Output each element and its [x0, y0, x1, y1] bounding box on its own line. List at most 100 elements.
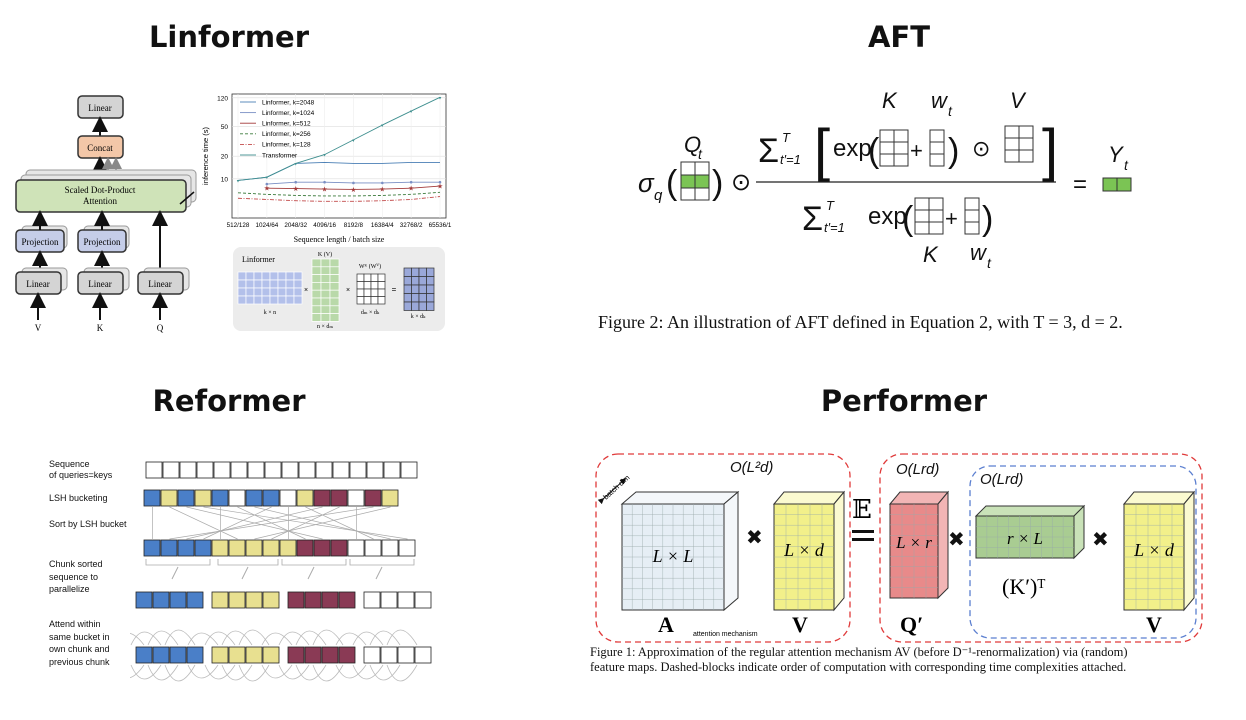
matrix-cell — [237, 287, 247, 297]
aft-sigma: σ — [638, 168, 655, 198]
reformer-sort-line — [169, 506, 238, 540]
reformer-cell — [135, 591, 153, 609]
performer-a-dim: L × L — [652, 546, 694, 566]
matrix-cell — [320, 297, 331, 307]
matrix-cell — [277, 279, 287, 289]
matrix-cell — [411, 301, 420, 311]
matrix-cell — [311, 274, 322, 283]
reformer-attend-arc — [130, 664, 162, 680]
matrix-cell — [363, 281, 372, 290]
reformer-cell — [228, 539, 246, 557]
reformer-attend-arc — [187, 664, 219, 679]
reformer-cell — [279, 539, 297, 557]
chart-point — [409, 180, 413, 184]
matrix-cell — [377, 281, 386, 290]
chart-point: ★ — [379, 186, 385, 194]
matrix-cell — [426, 267, 435, 277]
reformer-chunk-bracket — [349, 559, 415, 566]
matrix-cell — [269, 271, 279, 281]
reformer-cell — [160, 489, 178, 507]
matrix-cell — [370, 281, 379, 290]
chart-ytick-label: 50 — [221, 124, 229, 131]
aft-sum-num: Σ — [758, 132, 779, 170]
matrix-cell — [285, 279, 295, 289]
matrix-cell — [293, 295, 303, 305]
matrix-cell — [269, 295, 279, 305]
chart-point: ▾ — [381, 123, 384, 129]
matrix-cell — [293, 279, 303, 289]
svg-text:(: ( — [868, 132, 880, 170]
chart-point: ▾ — [237, 178, 240, 184]
reformer-cell — [363, 591, 381, 609]
chart-point: ▾ — [294, 161, 297, 167]
performer-caption-line-1: Figure 1: Approximation of the regular a… — [590, 645, 1128, 659]
linformer-architecture: Linear Concat Scaled Dot-Product Attenti… — [15, 95, 197, 333]
svg-text:(: ( — [666, 164, 678, 202]
performer-diagram: O(L²d) O(Lrd) O(Lrd) batch dim L × L A a… — [595, 453, 1203, 643]
linformer-title: Linformer — [148, 20, 310, 54]
reformer-title: Reformer — [152, 384, 306, 418]
matrix-cell — [403, 267, 412, 277]
chart-xlabel: Sequence length / batch size — [294, 235, 385, 244]
reformer-attend-arc — [312, 629, 344, 646]
aft-exp-den: exp — [868, 203, 907, 230]
matrix-cell — [245, 287, 255, 297]
matrix-cell — [320, 305, 331, 314]
matrix-cell — [277, 287, 287, 297]
aft-title: AFT — [867, 20, 931, 54]
reformer-cell — [304, 591, 322, 609]
performer-complexity-quadratic: O(L²d) — [730, 459, 773, 476]
reformer-cell — [330, 539, 348, 557]
reformer-cell — [211, 489, 229, 507]
reformer-cell — [363, 646, 381, 664]
reformer-attend-arc — [147, 664, 179, 681]
reformer-sort-line — [271, 506, 340, 540]
matrix-cell — [370, 296, 379, 305]
chart-point: ▾ — [352, 138, 355, 144]
reformer-row-label-2: LSH bucketing — [49, 493, 108, 503]
svg-text:+: + — [910, 138, 923, 163]
chart-point — [294, 180, 298, 184]
aft-v-label: V — [1010, 88, 1027, 113]
performer-times-3: ✖ — [1092, 529, 1109, 551]
performer-batch-dim: batch dim — [601, 473, 631, 501]
matrix-cell — [320, 282, 331, 291]
svg-text:(: ( — [902, 200, 914, 238]
matrix-cell — [411, 284, 420, 294]
reformer-cell — [347, 489, 365, 507]
aft-odot-1: ⊙ — [731, 169, 751, 196]
reformer-sort-line — [169, 506, 374, 540]
reformer-cell — [296, 489, 314, 507]
reformer-cell — [313, 489, 331, 507]
matrix-cell — [370, 273, 379, 282]
chart-point — [352, 181, 355, 185]
reformer-row-label-3: Sort by LSH bucket — [49, 519, 127, 529]
matrix-cell — [426, 293, 435, 303]
aft-w-label-bottom: w — [970, 240, 988, 265]
performer-linear-block-outer — [879, 453, 1203, 643]
aft-caption: Figure 2: An illustration of AFT defined… — [598, 312, 1123, 332]
reformer-cell — [364, 489, 382, 507]
matrix-cell — [261, 295, 271, 305]
performer-expectation: 𝔼 — [852, 495, 872, 524]
aft-equals: = — [1073, 171, 1087, 198]
matrix-cell — [320, 258, 331, 268]
performer-v-name: V — [792, 612, 808, 637]
reformer-cell — [366, 461, 384, 479]
reformer-cell — [162, 461, 180, 479]
reformer-chunk-arrow — [171, 566, 179, 580]
reformer-cell — [397, 646, 415, 664]
reformer-cell — [194, 539, 212, 557]
performer-caption: Figure 1: Approximation of the regular a… — [590, 645, 1128, 675]
chart-xtick-label: 16384/4 — [371, 222, 394, 229]
reformer-attend-arc — [312, 664, 344, 682]
reformer-cell — [338, 591, 356, 609]
reformer-attend-arc — [204, 631, 236, 646]
reformer-cell — [211, 591, 229, 609]
matrix-cell — [329, 266, 340, 275]
matrix-cell — [356, 288, 365, 297]
reformer-cell — [347, 539, 365, 557]
matrix-cell — [356, 296, 365, 305]
matrix-cell — [311, 297, 322, 307]
aft-sum-num-lower: t′=1 — [780, 152, 801, 167]
